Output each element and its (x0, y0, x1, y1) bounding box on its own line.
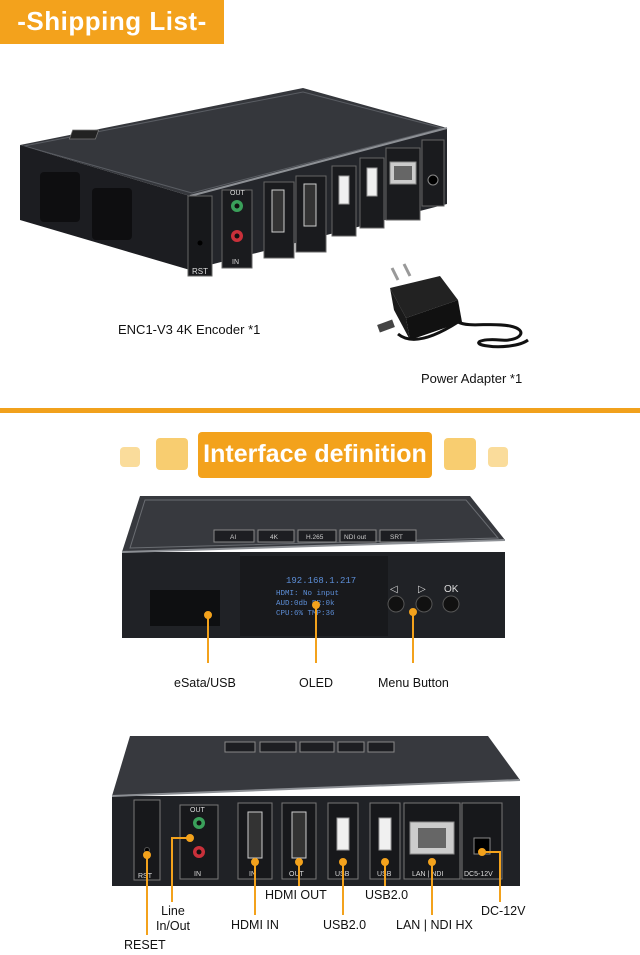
shipping-list-title: -Shipping List- (17, 6, 207, 36)
callout-hdmi-in: HDMI IN (231, 918, 279, 932)
callout-usb2-2: USB2.0 (365, 888, 409, 902)
callout-lan-ndi-hx: LAN | NDI HX (396, 918, 473, 932)
port-label-audio-in: IN (194, 871, 201, 878)
callout-oled: OLED (299, 676, 334, 690)
power-adapter-item-label: Power Adapter *1 (421, 371, 523, 386)
menu-right-glyph: ▷ (418, 584, 426, 595)
port-label-rst: RST (138, 873, 153, 880)
interface-definition-title: Interface definition (203, 440, 427, 468)
oled-line-4: CPU:6% TMP:36 (276, 610, 335, 618)
decor-square (120, 447, 140, 467)
power-adapter-image (377, 263, 529, 349)
callout-hdmi-out: HDMI OUT (265, 888, 327, 902)
callout-usb2-1: USB2.0 (323, 918, 367, 932)
oled-line-3: AUD:0db BR:0k (276, 600, 335, 608)
port-label-lan: LAN | NDI (412, 871, 443, 878)
encoder-item-label: ENC1-V3 4K Encoder *1 (118, 322, 261, 337)
section-divider (0, 408, 640, 413)
encoder-device-image: RST OUT IN (20, 88, 448, 277)
decor-square (488, 447, 508, 467)
top-label-ndi-out: NDI out (344, 534, 366, 541)
menu-left-glyph: ◁ (390, 584, 398, 595)
rear-callout-lines (143, 834, 501, 935)
decor-square (156, 438, 188, 470)
decor-square (444, 438, 476, 470)
rear-port-panel: RST OUT IN IN OUT USB USB LAN | NDI DC5-… (133, 799, 503, 881)
callout-menu-button: Menu Button (378, 676, 449, 690)
shipping-list-banner (0, 0, 224, 44)
port-label-hdmi-in: IN (249, 871, 256, 878)
callout-dc-12v: DC-12V (481, 904, 526, 918)
top-label-srt: SRT (390, 534, 403, 541)
top-label-4k: 4K (270, 534, 279, 541)
callout-reset: RESET (124, 938, 166, 952)
oled-ip: 192.168.1.217 (286, 576, 356, 586)
port-label-hdmi-out: OUT (289, 871, 305, 878)
top-label-ai: AI (230, 534, 236, 541)
port-label-dc: DC5-12V (464, 871, 493, 878)
front-callout-lines (204, 601, 417, 663)
port-label-audio-out: OUT (190, 807, 206, 814)
interface-definition-banner (198, 432, 432, 478)
encoder-front-view-image: AI 4K H.265 NDI out SRT 192.168.1.217 HD… (121, 496, 506, 638)
svg-text:RST: RST (192, 267, 208, 276)
oled-line-2: HDMI: No input (276, 590, 339, 598)
svg-text:IN: IN (232, 259, 239, 266)
callout-line-in-out: Line In/Out (155, 904, 191, 933)
callout-esata-usb: eSata/USB (174, 676, 236, 690)
svg-text:OUT: OUT (230, 190, 246, 197)
menu-ok-glyph: OK (444, 584, 459, 595)
top-label-h265: H.265 (306, 534, 324, 541)
